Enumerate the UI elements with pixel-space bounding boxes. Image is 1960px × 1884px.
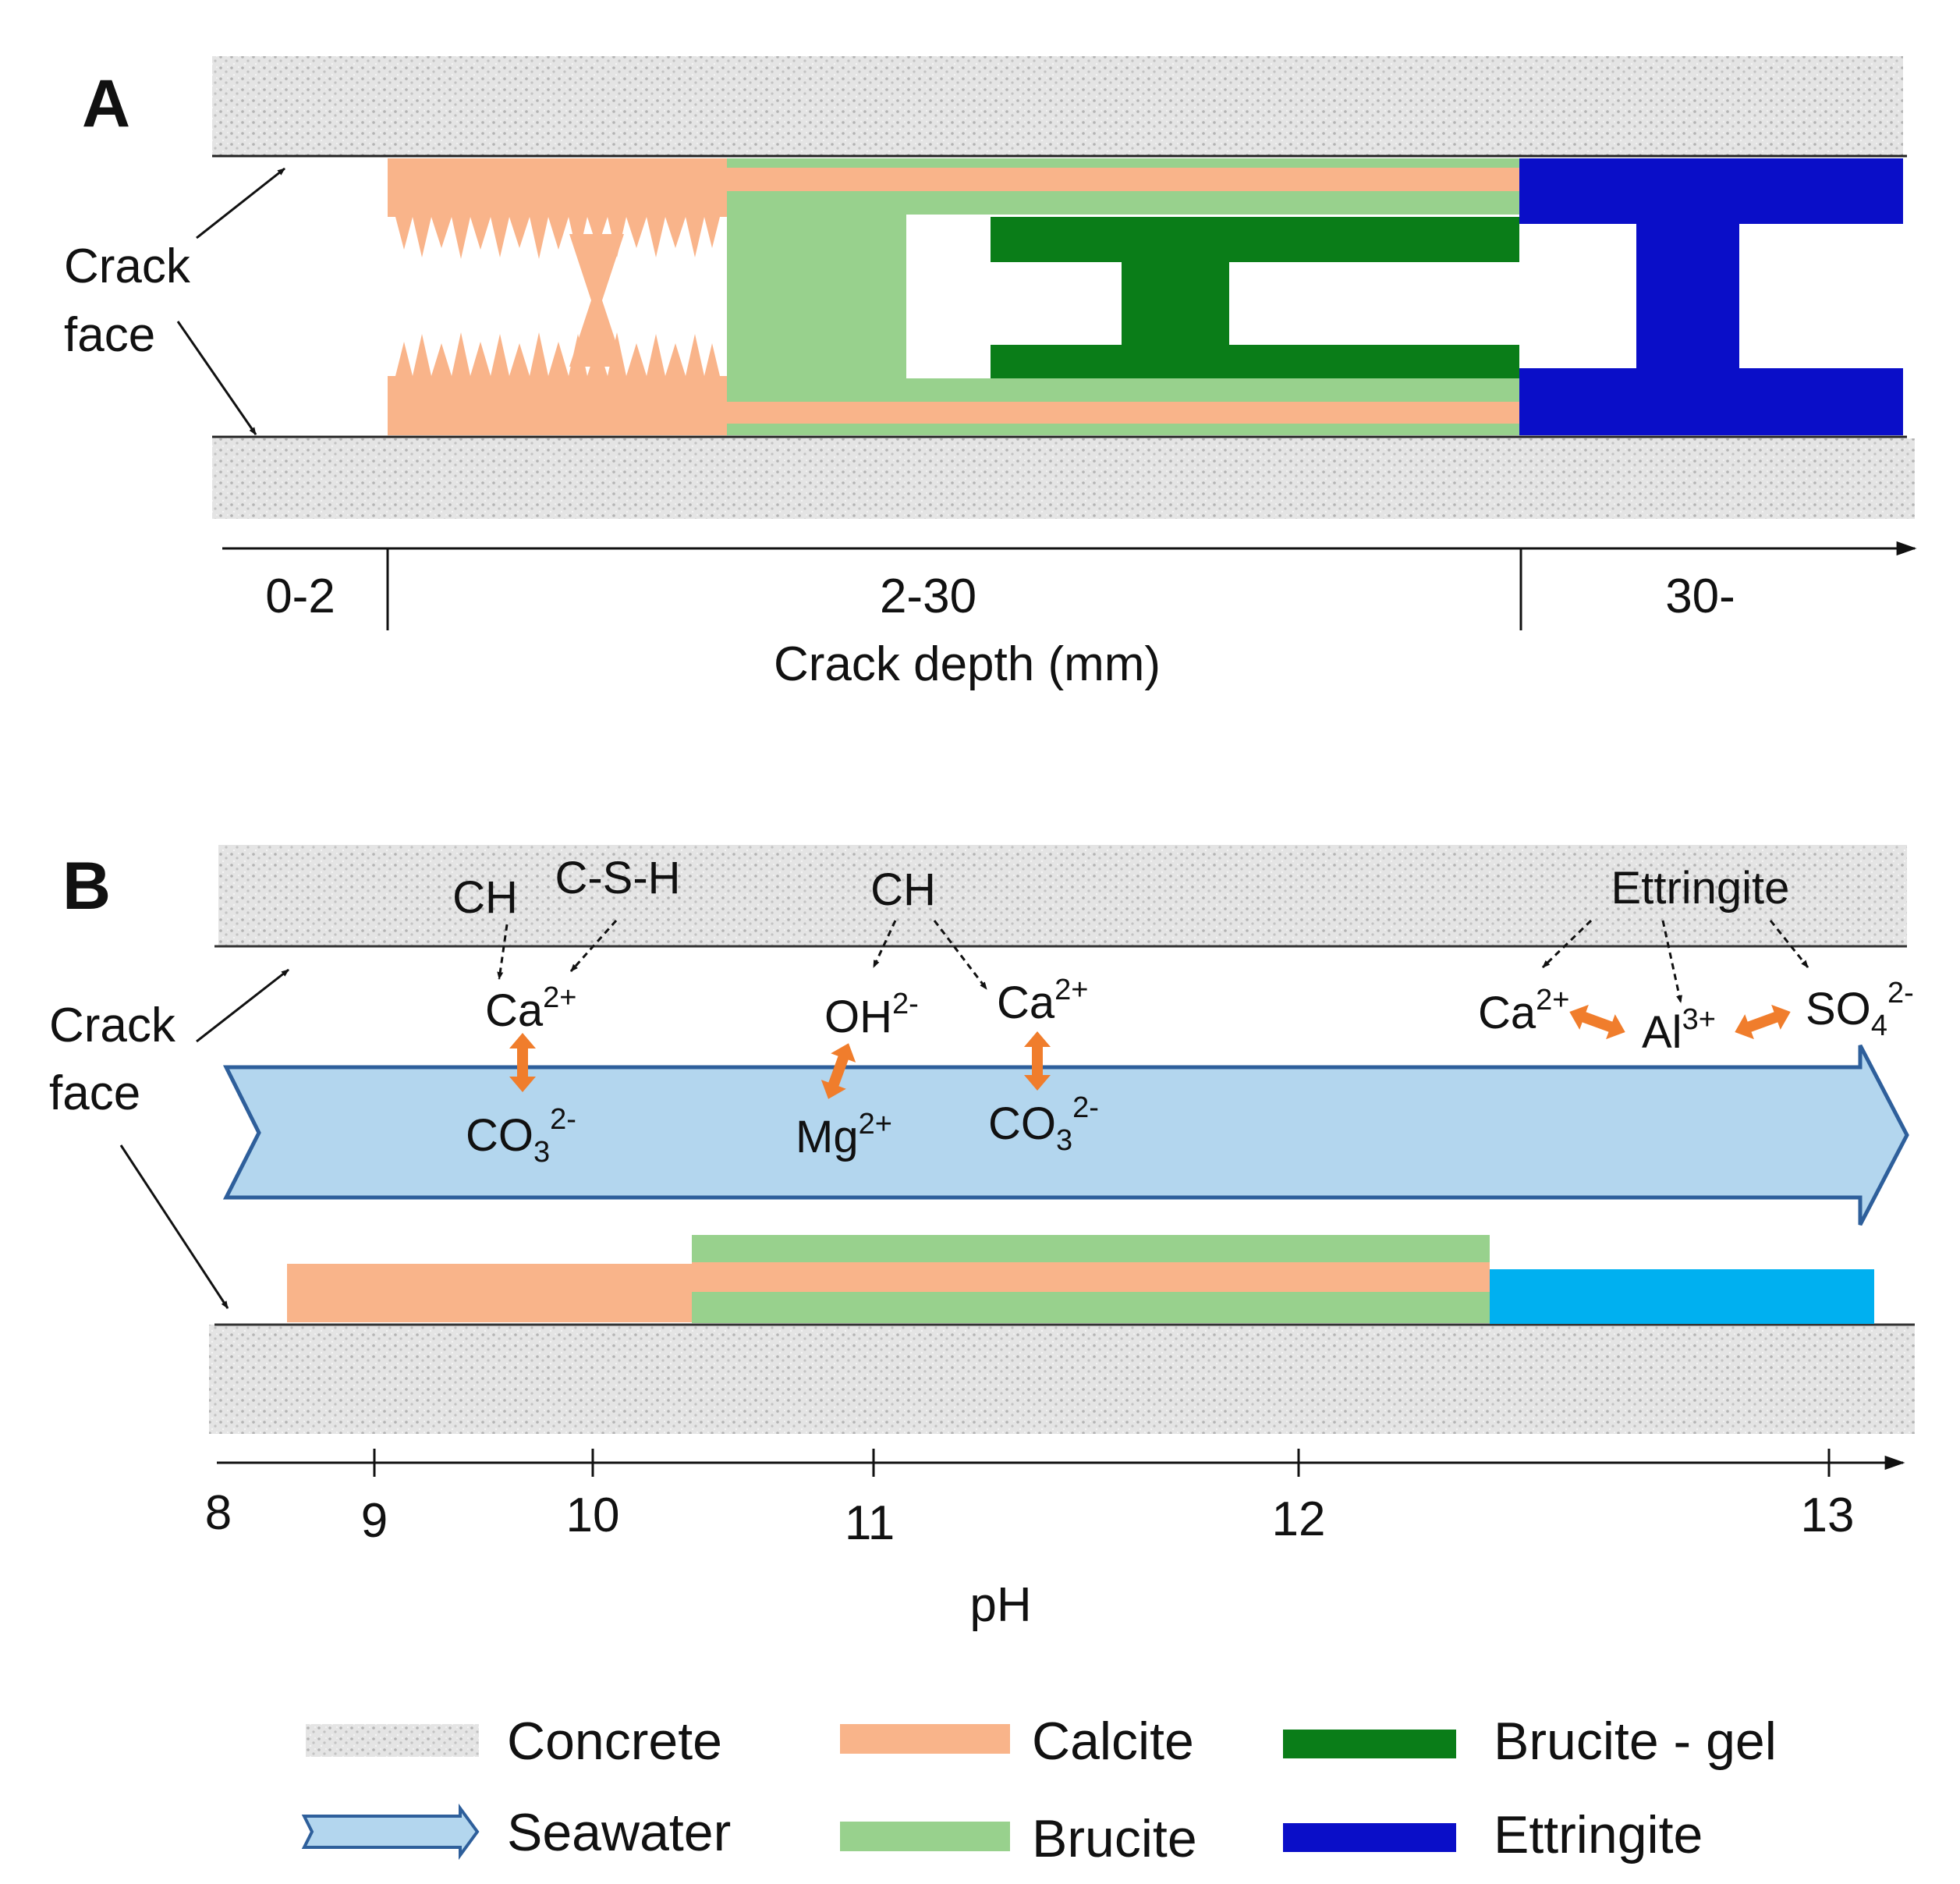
legend-swatch-brucite-gel — [1283, 1730, 1456, 1758]
dissolution-arrow-ch-oh — [872, 920, 897, 968]
exchange-arrows — [509, 1004, 1791, 1099]
ph-tick-label-9: 9 — [361, 1494, 388, 1548]
panel-a: A — [64, 56, 1917, 691]
depth-range-30: 30- — [1665, 569, 1735, 623]
ion-ca-2: Ca2+ — [997, 974, 1088, 1028]
brucite-zone-a — [727, 158, 1519, 435]
calcite-bar-b-mid — [692, 1262, 1490, 1292]
concrete-top-b — [218, 845, 1907, 946]
legend-label-ettringite: Ettringite — [1494, 1805, 1703, 1864]
ion-so4: SO42- — [1806, 977, 1914, 1042]
exchange-arrow-ca-co3-1 — [509, 1033, 536, 1092]
source-ch-2: CH — [870, 864, 936, 915]
brucite-bar-b-bottom — [692, 1292, 1490, 1323]
crack-face-label-a-line1: Crack — [64, 239, 191, 293]
seawater-arrow — [222, 1044, 1909, 1226]
ph-tick-label-13: 13 — [1801, 1488, 1855, 1542]
legend-swatch-seawater — [301, 1803, 480, 1861]
concrete-bottom-b — [209, 1325, 1915, 1434]
legend-label-brucite-gel: Brucite - gel — [1494, 1712, 1777, 1771]
crack-face-arrow-b-top — [196, 968, 289, 1043]
exchange-arrow-ca-co3-2 — [1024, 1031, 1051, 1091]
ion-co3-2: CO32- — [988, 1091, 1099, 1157]
legend-label-seawater: Seawater — [507, 1803, 731, 1862]
dissolution-arrow-ett-ca — [1541, 919, 1593, 969]
depth-axis-title: Crack depth (mm) — [774, 637, 1161, 691]
dissolution-arrow-csh-ca — [569, 920, 618, 972]
concrete-top — [212, 56, 1903, 156]
dissolution-arrows — [497, 919, 1809, 1003]
legend-swatch-concrete — [306, 1724, 479, 1757]
precipitates-b — [287, 1235, 1874, 1324]
legend-label-concrete: Concrete — [507, 1712, 722, 1771]
dissolution-arrow-ch-ca2 — [933, 920, 988, 990]
exchange-arrow-ca-al — [1569, 1004, 1625, 1040]
crack-face-label-b-line2: face — [49, 1066, 140, 1120]
calcite-teeth-top — [395, 217, 720, 259]
brucite-gel-a — [991, 217, 1519, 378]
ph-tick-label-12: 12 — [1272, 1492, 1326, 1546]
depth-range-0-2: 0-2 — [265, 569, 335, 623]
panel-a-label: A — [82, 66, 130, 141]
ion-al: Al3+ — [1642, 1003, 1716, 1058]
ettringite-bar-b — [1490, 1269, 1874, 1324]
exchange-arrow-oh-mg — [821, 1043, 856, 1099]
calcite-deposit-a — [388, 158, 727, 435]
ion-mg: Mg2+ — [796, 1108, 892, 1162]
calcite-bar-b — [287, 1264, 694, 1322]
dissolution-arrow-ett-al — [1661, 920, 1682, 1003]
source-ettringite: Ettringite — [1611, 863, 1790, 914]
brucite-bar-b-top — [692, 1235, 1490, 1262]
crack-face-arrow-a-top — [196, 167, 285, 239]
crack-face-arrow-b-bottom — [119, 1144, 229, 1309]
crack-face-label-a-line2: face — [64, 308, 155, 362]
panel-b-label: B — [62, 849, 111, 924]
depth-range-2-30: 2-30 — [880, 569, 976, 623]
source-ch-1: CH — [452, 872, 518, 923]
calcite-bridge — [569, 234, 624, 367]
legend: Concrete Seawater Calcite Brucite Brucit… — [301, 1712, 1777, 1868]
ion-co3-1: CO32- — [466, 1103, 576, 1169]
legend-swatch-calcite — [840, 1724, 1010, 1754]
ph-tick-label-8: 8 — [205, 1486, 232, 1540]
calcite-teeth-bottom — [395, 332, 720, 376]
exchange-arrow-al-so4 — [1735, 1004, 1791, 1040]
legend-swatch-brucite — [840, 1822, 1010, 1851]
source-csh: C-S-H — [555, 853, 680, 903]
ion-ca-3: Ca2+ — [1478, 984, 1569, 1038]
legend-label-brucite: Brucite — [1032, 1809, 1197, 1868]
ph-ticks — [373, 1449, 1831, 1477]
legend-label-calcite: Calcite — [1032, 1712, 1194, 1771]
dissolution-arrow-ch-ca — [497, 924, 509, 980]
panel-b: B CH C-S-H CH Ettringite Ca2+ CO32- OH2-… — [49, 845, 1915, 1632]
ph-axis-title: pH — [969, 1578, 1031, 1632]
ettringite-a — [1519, 158, 1903, 435]
crack-face-label-b-line1: Crack — [49, 999, 176, 1052]
ion-oh: OH2- — [824, 988, 919, 1042]
legend-swatch-ettringite — [1283, 1823, 1456, 1852]
ion-ca-1: Ca2+ — [485, 981, 576, 1036]
ph-tick-label-11: 11 — [845, 1496, 895, 1550]
concrete-bottom — [212, 438, 1915, 519]
ph-tick-label-10: 10 — [566, 1488, 620, 1542]
crack-face-arrow-a-bottom — [176, 321, 257, 435]
